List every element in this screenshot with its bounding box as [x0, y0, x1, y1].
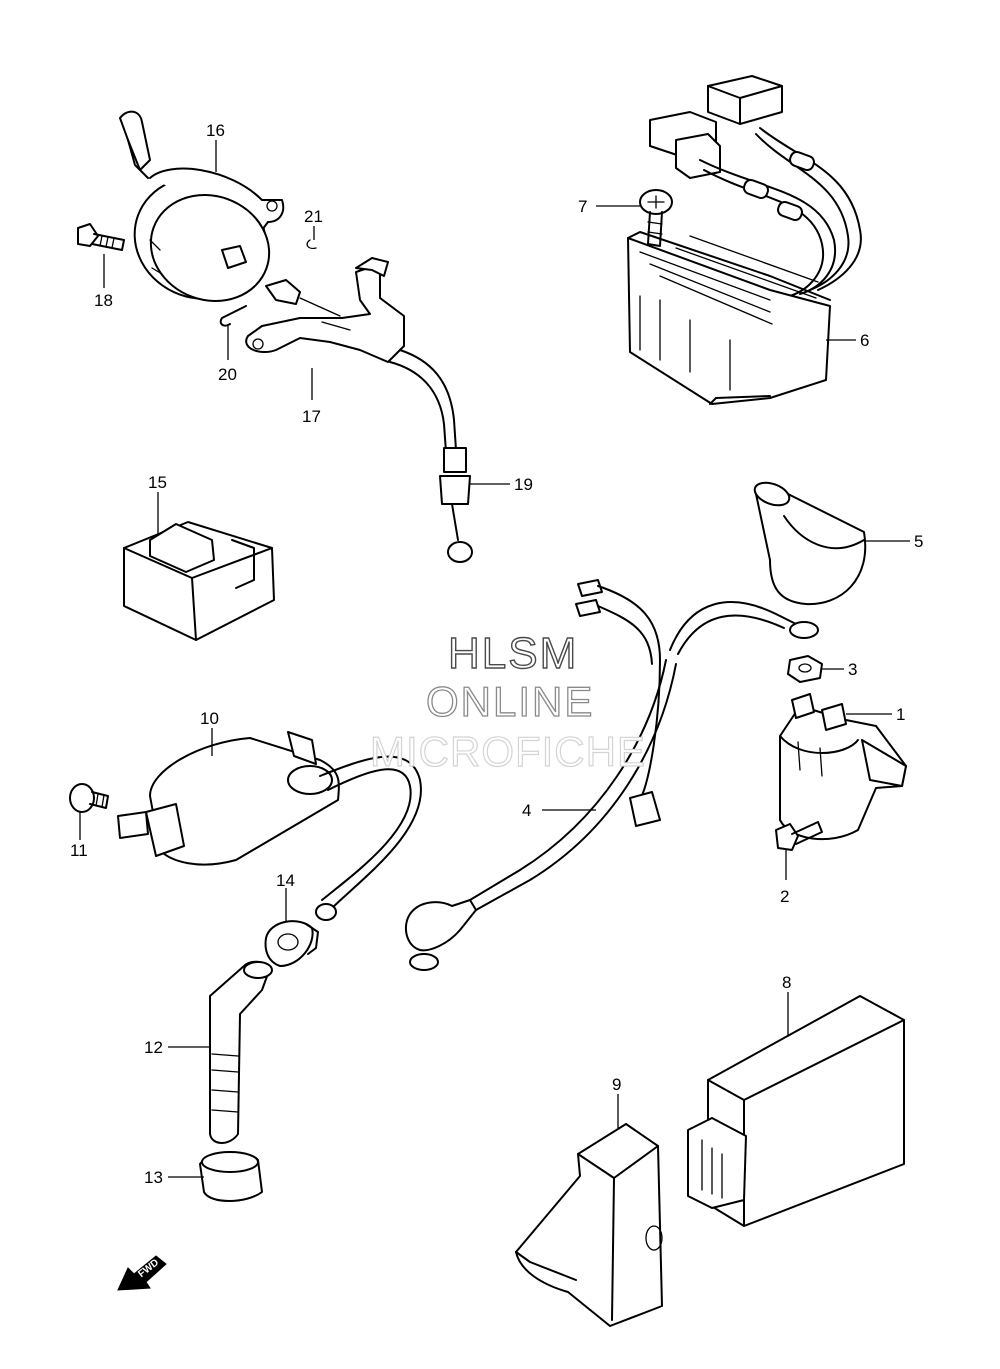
callout-2: 2 [780, 850, 789, 906]
part-5-terminal-cap [753, 481, 867, 606]
part-11-screw [69, 783, 109, 813]
svg-text:16: 16 [206, 121, 225, 140]
part-9-bracket [515, 1123, 663, 1327]
fwd-arrow-icon: FWD [117, 1255, 167, 1291]
svg-text:14: 14 [276, 871, 295, 890]
part-2-screw [775, 821, 823, 851]
svg-text:12: 12 [144, 1038, 163, 1057]
svg-text:3: 3 [848, 660, 857, 679]
watermark-line-3: MICROFICHE [370, 728, 646, 775]
callout-11: 11 [70, 812, 88, 860]
callout-9: 9 [612, 1075, 621, 1128]
svg-text:19: 19 [514, 475, 533, 494]
part-4-lead-wire [404, 579, 819, 971]
callout-21: 21 [304, 207, 323, 240]
callout-18: 18 [94, 254, 113, 310]
callout-3: 3 [822, 660, 857, 679]
part-10-ignition-coil [117, 731, 422, 921]
part-7-screw [639, 189, 673, 247]
part-19-sensor [389, 349, 473, 563]
watermark-line-2: ONLINE [426, 678, 594, 725]
callout-12: 12 [144, 1038, 210, 1057]
part-21-clip [306, 239, 317, 250]
svg-text:1: 1 [896, 705, 905, 724]
part-17-bracket [245, 257, 405, 363]
callout-5: 5 [864, 532, 923, 551]
part-18-bolt [77, 223, 125, 251]
svg-text:11: 11 [70, 841, 88, 860]
svg-text:9: 9 [612, 1075, 621, 1094]
part-1-starter-relay [779, 693, 907, 841]
svg-text:7: 7 [578, 197, 587, 216]
part-20-pin [219, 305, 247, 327]
svg-text:17: 17 [302, 407, 321, 426]
svg-text:6: 6 [860, 331, 869, 350]
part-14-seal [264, 920, 319, 967]
callout-6: 6 [826, 331, 869, 350]
callout-4: 4 [522, 801, 596, 820]
svg-text:8: 8 [782, 973, 791, 992]
svg-text:13: 13 [144, 1168, 163, 1187]
callout-19: 19 [470, 475, 533, 494]
callout-15: 15 [148, 473, 167, 534]
svg-text:10: 10 [200, 709, 219, 728]
callout-10: 10 [200, 709, 219, 756]
watermark: HLSM ONLINE MICROFICHE [369, 628, 646, 775]
part-16-pickup-coil [119, 110, 285, 302]
part-12-spark-plug-cap [209, 960, 273, 1144]
callout-14: 14 [276, 871, 295, 922]
part-13-cover [199, 1151, 263, 1202]
part-6-regulator-rectifier [627, 75, 862, 405]
svg-text:18: 18 [94, 291, 113, 310]
svg-text:2: 2 [780, 887, 789, 906]
part-3-nut [787, 655, 823, 683]
watermark-line-1: HLSM [448, 629, 578, 678]
svg-text:5: 5 [914, 532, 923, 551]
callout-17: 17 [302, 368, 321, 426]
callout-13: 13 [144, 1168, 204, 1187]
svg-text:21: 21 [304, 207, 323, 226]
callout-1: 1 [846, 705, 905, 724]
callout-7: 7 [578, 197, 640, 216]
svg-text:15: 15 [148, 473, 167, 492]
part-8-control-unit [687, 995, 905, 1227]
callout-8: 8 [782, 973, 791, 1036]
svg-text:4: 4 [522, 801, 531, 820]
svg-text:20: 20 [218, 365, 237, 384]
callout-16: 16 [206, 121, 225, 172]
callout-20: 20 [218, 326, 237, 384]
part-15-relay [123, 521, 275, 641]
